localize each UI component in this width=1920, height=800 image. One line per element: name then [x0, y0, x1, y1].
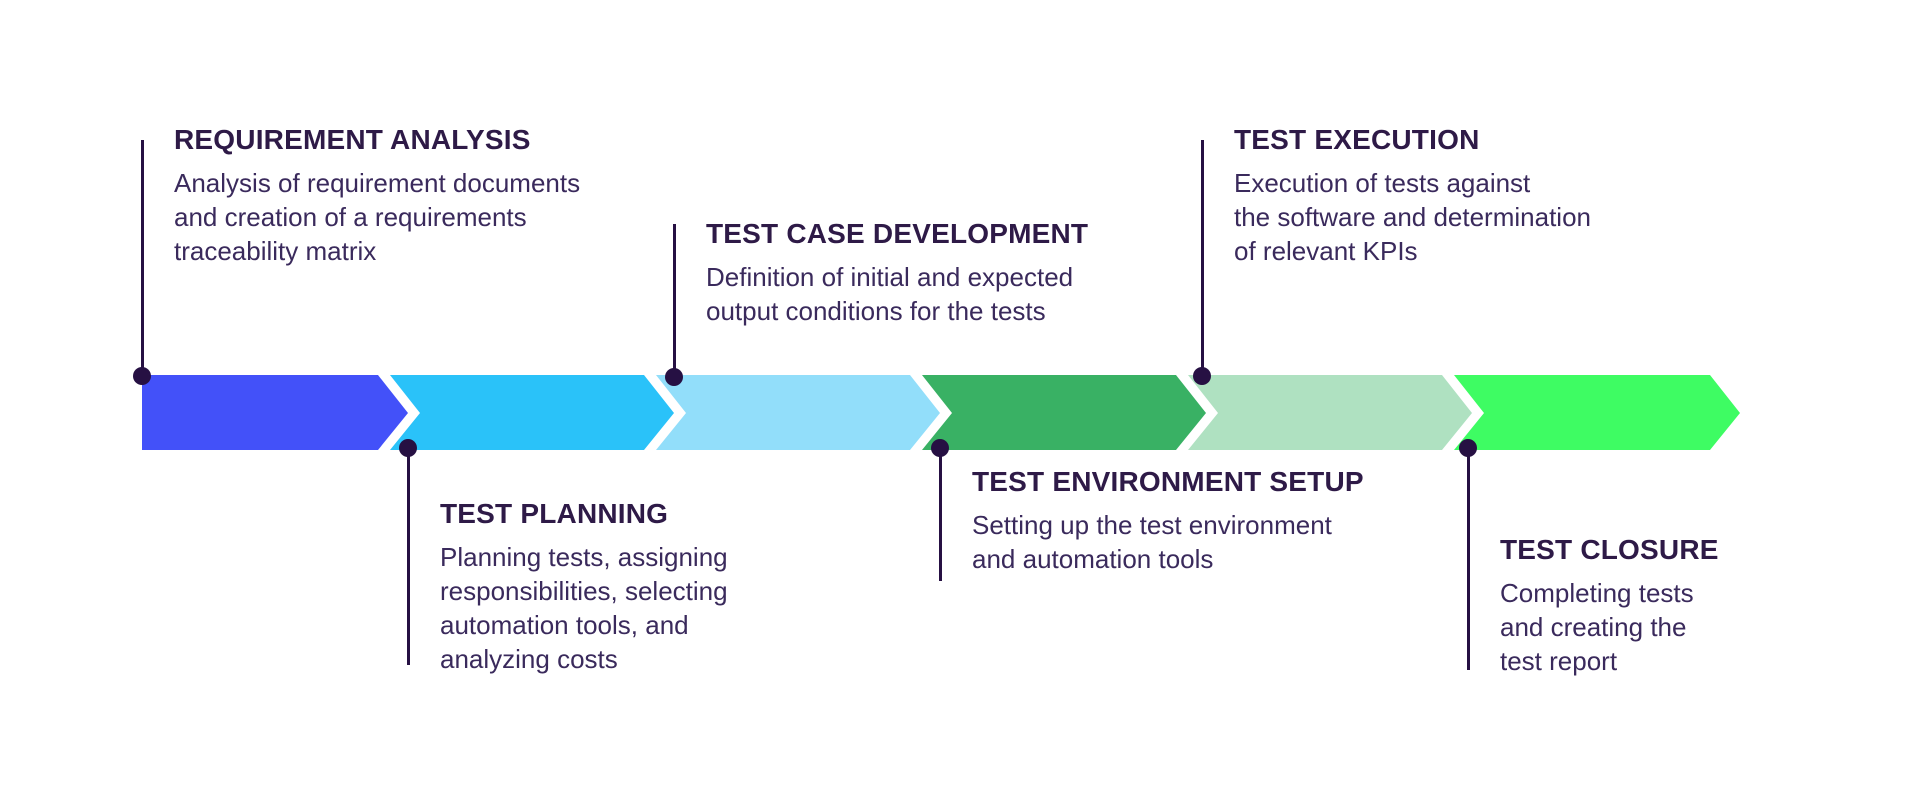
timeline-dot-test-execution [1193, 367, 1211, 385]
step-description: Analysis of requirement documents and cr… [174, 168, 581, 266]
step-title: TEST PLANNING [440, 498, 669, 529]
connector-line-requirement-analysis [141, 140, 144, 376]
connector-line-test-planning [407, 448, 410, 665]
step-title: TEST CLOSURE [1500, 534, 1719, 565]
step-title: TEST CASE DEVELOPMENT [706, 218, 1089, 249]
connector-line-test-closure [1467, 448, 1470, 670]
arrow-segment-test-closure [1454, 375, 1740, 450]
connector-line-test-execution [1201, 140, 1204, 376]
step-description: Setting up the test environment and auto… [972, 510, 1332, 574]
step-title: REQUIREMENT ANALYSIS [174, 124, 531, 155]
step-label-test-case-development: TEST CASE DEVELOPMENT Definition of init… [706, 218, 1146, 328]
step-description: Definition of initial and expected outpu… [706, 262, 1074, 326]
arrow-segment-test-planning [390, 375, 674, 450]
arrow-segment-requirement-analysis [142, 375, 408, 450]
connector-line-test-environment-setup [939, 448, 942, 581]
timeline-dot-test-closure [1459, 439, 1477, 457]
timeline-dot-test-case-development [665, 368, 683, 386]
timeline-arrow-band [142, 375, 1740, 450]
step-label-requirement-analysis: REQUIREMENT ANALYSIS Analysis of require… [174, 124, 614, 268]
timeline-dot-requirement-analysis [133, 367, 151, 385]
timeline-dot-test-environment-setup [931, 439, 949, 457]
step-description: Execution of tests against the software … [1234, 168, 1591, 266]
arrow-segment-test-case-development [656, 375, 940, 450]
step-label-test-environment-setup: TEST ENVIRONMENT SETUP Setting up the te… [972, 466, 1412, 576]
timeline-dot-test-planning [399, 439, 417, 457]
step-description: Planning tests, assigning responsibiliti… [440, 542, 728, 674]
step-label-test-planning: TEST PLANNING Planning tests, assigning … [440, 498, 880, 676]
step-label-test-execution: TEST EXECUTION Execution of tests agains… [1234, 124, 1674, 268]
step-title: TEST EXECUTION [1234, 124, 1480, 155]
step-label-test-closure: TEST CLOSURE Completing tests and creati… [1500, 534, 1920, 678]
connector-line-test-case-development [673, 224, 676, 377]
step-title: TEST ENVIRONMENT SETUP [972, 466, 1364, 497]
step-description: Completing tests and creating the test r… [1500, 578, 1694, 676]
arrow-segment-test-environment-setup [922, 375, 1206, 450]
arrow-segment-test-execution [1188, 375, 1472, 450]
